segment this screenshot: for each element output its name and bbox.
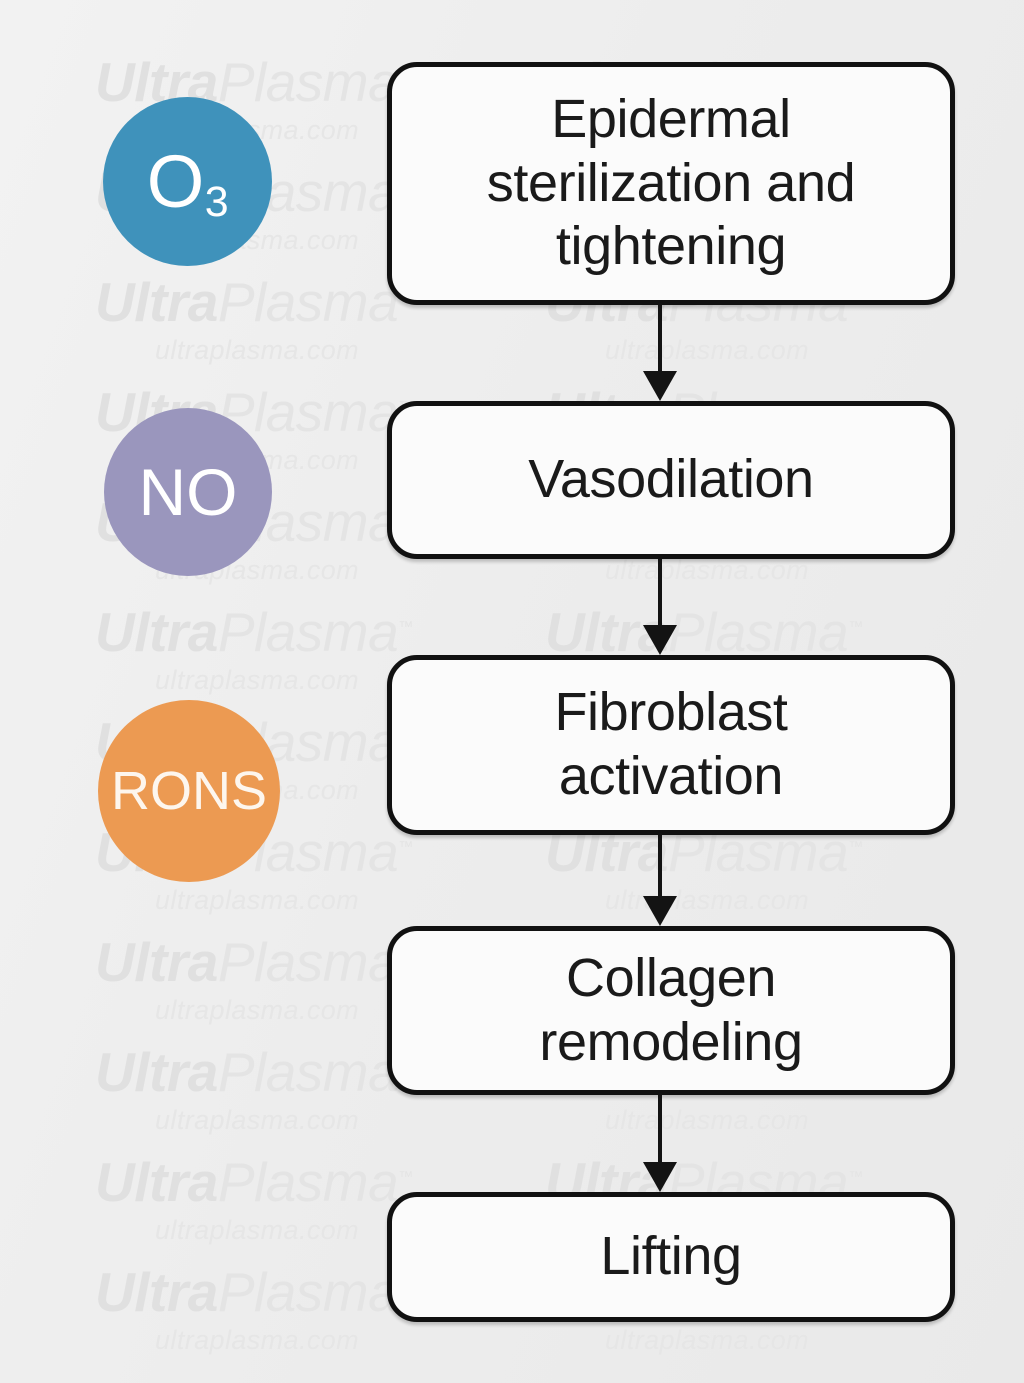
flow-node-step-2-label: Vasodilation (528, 449, 814, 510)
flow-node-step-3-label: Fibroblast activation (554, 682, 788, 806)
down-arrow-icon (643, 1162, 677, 1192)
badge-rons: RONS (98, 700, 280, 882)
badge-no: NO (104, 408, 272, 576)
badge-o3-label: O3 (146, 139, 229, 226)
badge-rons-label: RONS (110, 761, 267, 821)
connector-arrow-4 (643, 1095, 677, 1192)
flow-node-step-5-label: Lifting (600, 1226, 742, 1287)
connector-arrow-3 (643, 835, 677, 926)
flow-node-step-4[interactable]: Collagen remodeling (387, 926, 955, 1095)
connector-arrow-4-shaft (658, 1095, 662, 1164)
down-arrow-icon (643, 371, 677, 401)
connector-arrow-2-shaft (658, 559, 662, 627)
flow-node-step-5[interactable]: Lifting (387, 1192, 955, 1322)
flow-node-step-2[interactable]: Vasodilation (387, 401, 955, 559)
flow-node-step-1[interactable]: Epidermal sterilization and tightening (387, 62, 955, 305)
connector-arrow-1-shaft (658, 305, 662, 373)
connector-arrow-2 (643, 559, 677, 655)
flow-node-step-4-label: Collagen remodeling (539, 947, 803, 1072)
connector-arrow-3-shaft (658, 835, 662, 898)
down-arrow-icon (643, 625, 677, 655)
badge-o3: O3 (103, 97, 272, 266)
flow-node-step-1-label: Epidermal sterilization and tightening (486, 88, 856, 277)
connector-arrow-1 (643, 305, 677, 401)
flow-node-step-3[interactable]: Fibroblast activation (387, 655, 955, 835)
badge-no-label: NO (138, 455, 238, 529)
down-arrow-icon (643, 896, 677, 926)
